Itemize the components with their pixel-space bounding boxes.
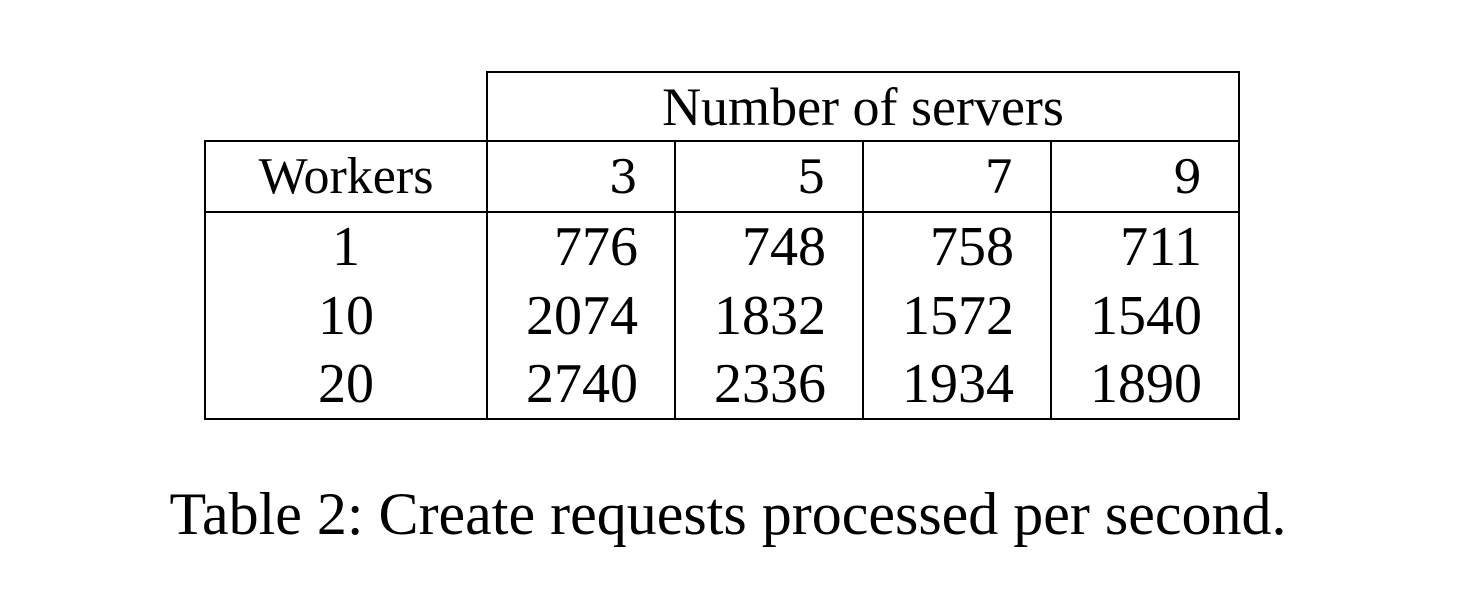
table-group-header-row: Number of servers [205,71,1240,142]
table-caption: Table 2: Create requests processed per s… [0,480,1456,548]
table-row: 10 2074 1832 1572 1540 [204,281,1240,350]
table-cell: 1540 [1050,281,1240,350]
table-row: 1 776 748 758 711 [204,211,1240,281]
caption-text: Create requests processed per second. [378,481,1287,547]
table-cell: 1832 [674,281,864,350]
workers-cell: 1 [204,211,488,281]
workers-cell: 10 [204,281,488,350]
number-of-servers-header: Number of servers [486,71,1240,142]
table-cell: 758 [862,211,1052,281]
table-cell: 1934 [862,350,1052,420]
table-cell: 1890 [1050,350,1240,420]
table-cell: 748 [674,211,864,281]
results-table: Number of servers Workers 3 5 7 9 1 776 … [204,71,1240,420]
table-cell: 2074 [486,281,676,350]
table-cell: 2740 [486,350,676,420]
table-cell: 2336 [674,350,864,420]
column-header-servers-5: 5 [674,140,864,213]
workers-header: Workers [204,140,488,213]
column-header-servers-9: 9 [1050,140,1240,213]
table-cell: 1572 [862,281,1052,350]
blank-corner-cell [205,72,487,141]
table-column-header-row: Workers 3 5 7 9 [204,140,1240,213]
table-cell: 776 [486,211,676,281]
column-header-servers-7: 7 [862,140,1052,213]
column-header-servers-3: 3 [486,140,676,213]
table-row: 20 2740 2336 1934 1890 [204,350,1240,420]
table-cell: 711 [1050,211,1240,281]
caption-label: Table 2: [169,481,364,547]
workers-cell: 20 [204,350,488,420]
